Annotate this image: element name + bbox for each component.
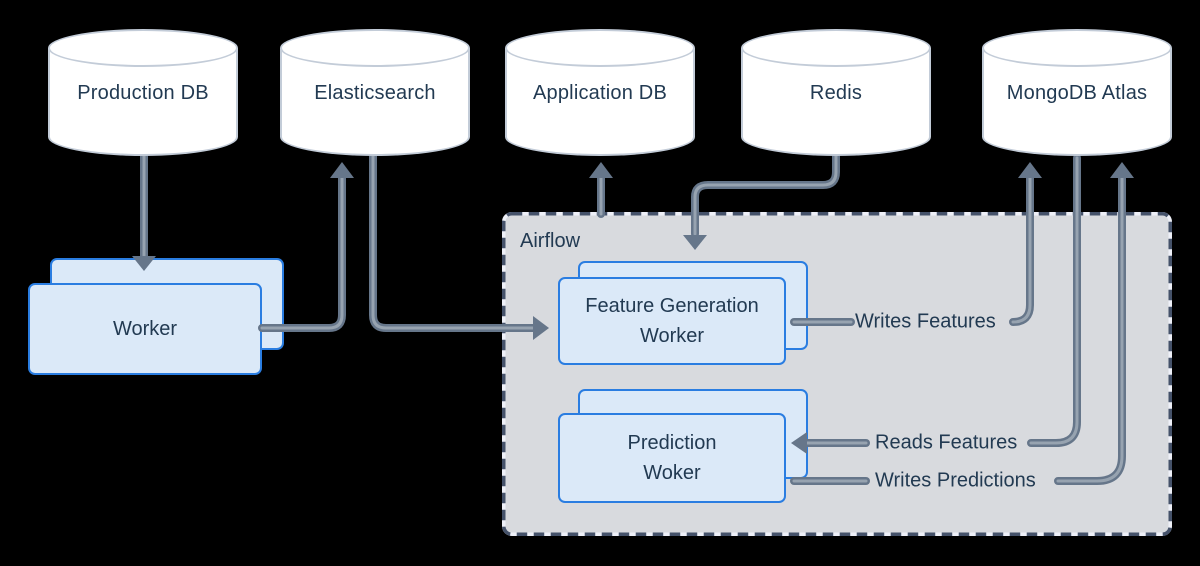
prediction-worker-label: Prediction Woker (560, 415, 784, 501)
cylinder-top (280, 29, 470, 67)
cylinder-top (982, 29, 1172, 67)
cylinder-top (48, 29, 238, 67)
database-label: MongoDB Atlas (1006, 82, 1148, 104)
feature-generation-worker-box: Feature Generation Worker (558, 277, 786, 365)
feature-generation-worker-label-line1: Feature Generation (585, 295, 759, 317)
database-label: Elasticsearch (314, 82, 436, 104)
feature-generation-worker-label: Feature Generation Worker (560, 279, 784, 363)
airflow-label: Airflow (520, 230, 581, 252)
feature-generation-worker-label-line2: Worker (639, 325, 705, 347)
writes-features-label: Writes Features (855, 310, 996, 333)
writes-predictions-label: Writes Predictions (875, 469, 1036, 492)
worker-box: Worker (28, 283, 262, 375)
database-label: Production DB (77, 82, 209, 104)
database-redis: Redis (741, 29, 931, 156)
database-elasticsearch: Elasticsearch (280, 29, 470, 156)
cylinder-top (741, 29, 931, 67)
reads-features-label: Reads Features (875, 431, 1018, 454)
prediction-worker-box: Prediction Woker (558, 413, 786, 503)
cylinder-top (505, 29, 695, 67)
database-mongodb-atlas: MongoDB Atlas (982, 29, 1172, 156)
worker-box-label: Worker (112, 318, 178, 340)
prediction-worker-label-line1: Prediction (627, 432, 717, 454)
database-production-db: Production DB (48, 29, 238, 156)
database-label: Application DB (533, 82, 667, 104)
database-application-db: Application DB (505, 29, 695, 156)
prediction-worker-label-line2: Woker (643, 462, 701, 484)
database-label: Redis (809, 82, 863, 104)
